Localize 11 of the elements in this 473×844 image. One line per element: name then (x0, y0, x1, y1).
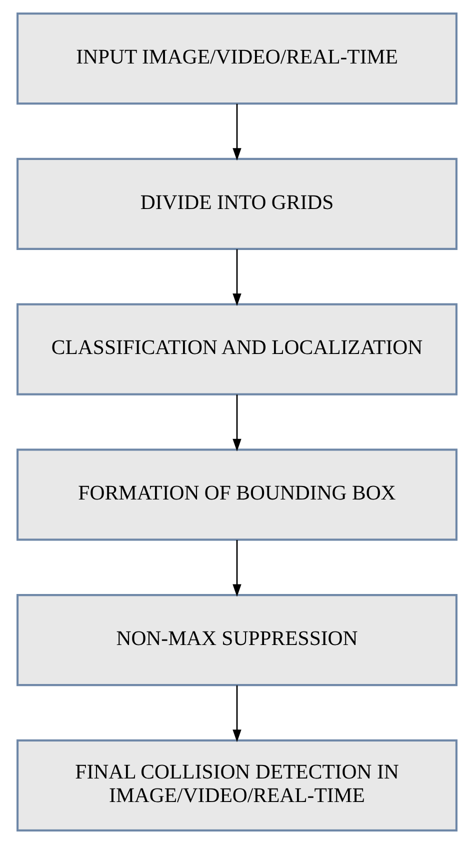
node-box: NON-MAX SUPPRESSION (16, 594, 457, 686)
node-box: FINAL COLLISION DETECTION IN IMAGE/VIDEO/REAL-TIME (16, 739, 457, 832)
node-box: FORMATION OF BOUNDING BOX (16, 448, 457, 541)
arrow (232, 104, 241, 161)
arrow (232, 685, 241, 742)
arrow (232, 540, 241, 597)
arrow (232, 249, 241, 306)
node-box: DIVIDE INTO GRIDS (16, 158, 457, 250)
arrow (232, 394, 241, 452)
node-box: INPUT IMAGE/VIDEO/REAL-TIME (16, 12, 457, 105)
node-box: CLASSIFICATION AND LOCALIZATION (16, 303, 457, 396)
